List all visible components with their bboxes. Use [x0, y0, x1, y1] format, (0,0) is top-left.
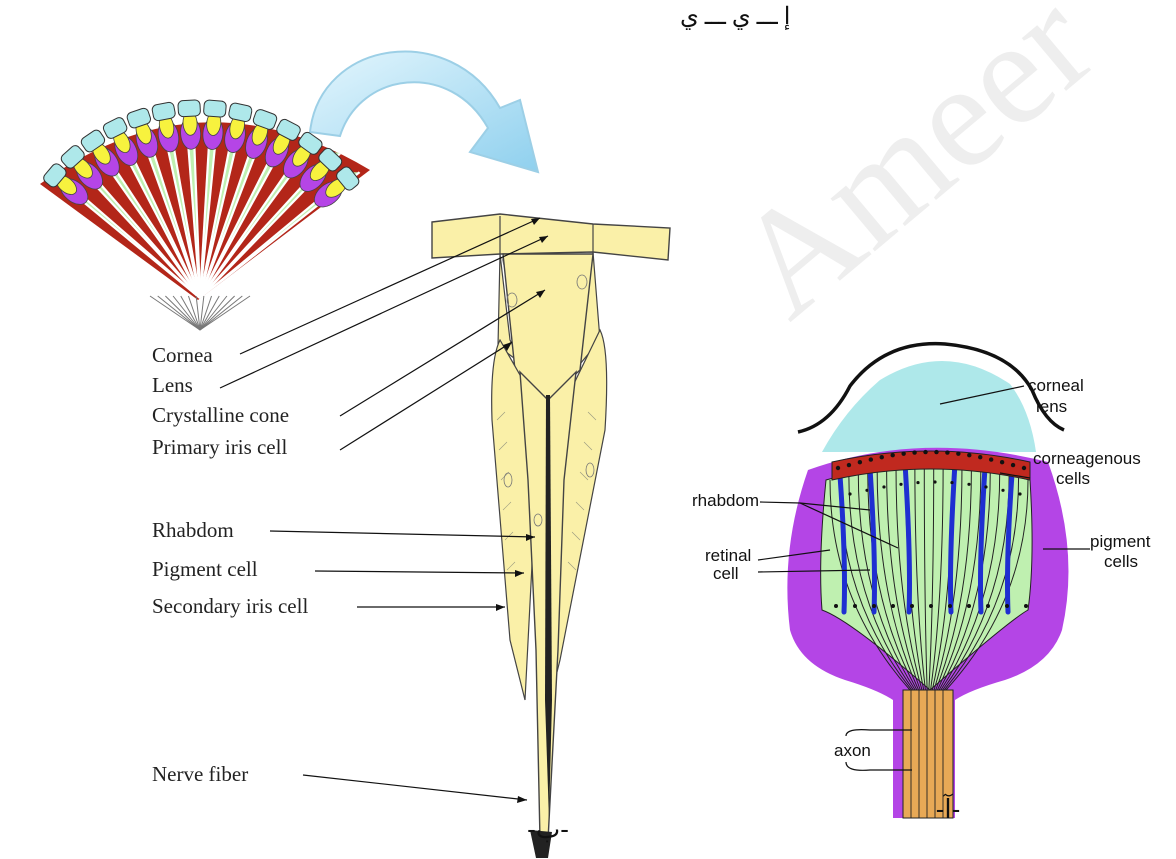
- caption-a: -آ-: [936, 793, 961, 824]
- label-retinal-cell: cell: [713, 564, 739, 583]
- label-corneagenous-cells: cells: [1056, 469, 1090, 488]
- curved-arrow-icon: [310, 51, 538, 172]
- label-corneal: corneal: [1028, 376, 1084, 395]
- label-secondary-iris-cell: Secondary iris cell: [152, 594, 308, 618]
- label-retinal: retinal: [705, 546, 751, 565]
- label-rhabdom: Rhabdom: [152, 518, 234, 542]
- label-axon: axon: [834, 741, 871, 760]
- label-primary-iris-cell: Primary iris cell: [152, 435, 287, 459]
- label-pigment-cells: cells: [1104, 552, 1138, 571]
- label-pigment: pigment: [1090, 532, 1151, 551]
- label-corneagenous: corneagenous: [1033, 449, 1141, 468]
- labels-figure-b: Cornea Lens Crystalline cone Primary iri…: [152, 218, 548, 803]
- ocellus-diagram: [787, 344, 1068, 818]
- label-rhabdom-a: rhabdom: [692, 491, 759, 510]
- label-cornea: Cornea: [152, 343, 213, 367]
- label-crystalline-cone: Crystalline cone: [152, 403, 289, 427]
- label-nerve-fiber: Nerve fiber: [152, 762, 248, 786]
- label-pigment-cell: Pigment cell: [152, 557, 258, 581]
- caption-b: -ب-: [527, 814, 569, 844]
- watermark-text: Ameer: [704, 0, 1123, 348]
- header-text: إ ـــ ي ـــ ي: [680, 4, 790, 30]
- label-lens: Lens: [152, 373, 193, 397]
- label-corneal-lens: lens: [1036, 397, 1067, 416]
